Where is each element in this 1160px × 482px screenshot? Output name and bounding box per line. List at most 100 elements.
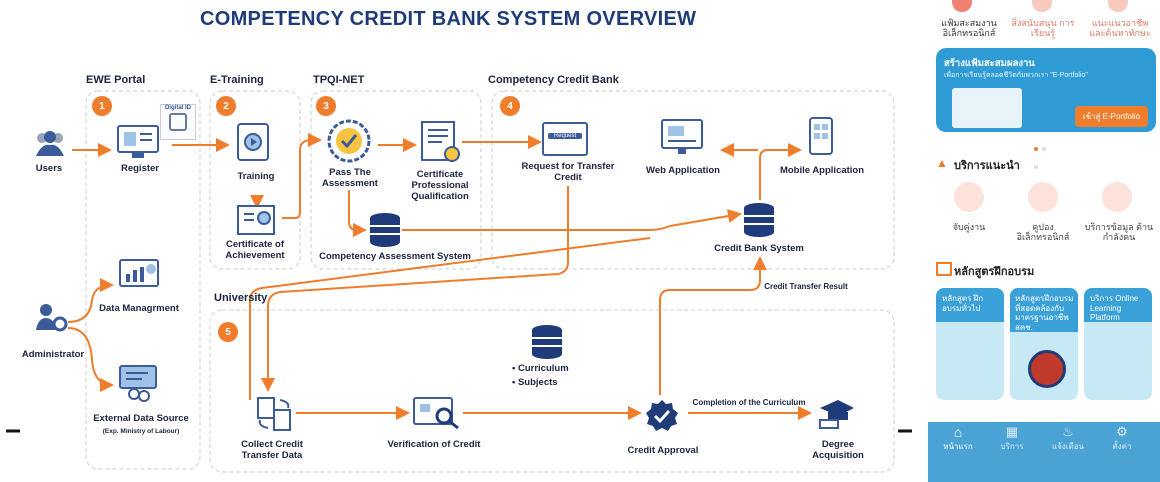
nav-notifications[interactable]: ♨ แจ้งเตือน xyxy=(1042,424,1094,453)
course-card-online[interactable]: บริการ Online Learning Platform xyxy=(1084,288,1152,400)
external-source-label: External Data Source xyxy=(93,413,189,424)
ewe-portal-box xyxy=(85,90,201,470)
users-label: Users xyxy=(35,163,63,174)
service-workforce-data[interactable]: บริการข้อมูล ด้านกำลังคน xyxy=(1084,222,1154,243)
mobile-application-label: Mobile Application xyxy=(779,165,865,176)
nav-settings-label: ตั้งค่า xyxy=(1112,442,1132,451)
course-card-standard[interactable]: หลักสูตรฝึกอบรม ที่สอดคล้องกับ มาตรฐานอา… xyxy=(1010,288,1078,400)
nav-notifications-label: แจ้งเตือน xyxy=(1052,442,1084,451)
section-e-training: E-Training xyxy=(210,74,264,86)
courses-icon xyxy=(936,262,952,276)
top-item-learning[interactable]: สิ่งสนับสนุน การเรียนรู้ xyxy=(1011,18,1075,39)
credit-approval-icon xyxy=(646,400,678,431)
web-application-icon xyxy=(661,119,703,154)
data-management-icon xyxy=(119,259,159,287)
curriculum-label: Curriculum xyxy=(517,363,569,374)
tpqi-logo xyxy=(1028,350,1066,388)
service-coupon[interactable]: คูปอง อิเล็กทรอนิกส์ xyxy=(1016,222,1070,243)
credit-bank-system-label: Credit Bank System xyxy=(714,243,804,254)
request-chip: Request xyxy=(548,133,582,139)
page-title: COMPETENCY CREDIT BANK SYSTEM OVERVIEW xyxy=(200,8,697,30)
degree-label: Degree Acquisition xyxy=(812,439,864,461)
certificate-achievement-icon xyxy=(237,205,275,235)
portfolio-icon xyxy=(952,0,972,12)
nav-services[interactable]: ▦ บริการ xyxy=(986,424,1038,453)
nav-settings[interactable]: ⚙ ตั้งค่า xyxy=(1096,424,1148,453)
collect-credit-label: Collect Credit Transfer Data xyxy=(241,439,303,461)
training-label: Training xyxy=(237,171,275,182)
course-online-label: บริการ Online Learning Platform xyxy=(1090,294,1139,323)
e-portfolio-button[interactable]: เข้าสู่ E-Portfolio xyxy=(1074,106,1148,127)
nav-services-label: บริการ xyxy=(1000,442,1024,451)
competency-assessment-label: Competency Assessment System xyxy=(319,251,471,262)
external-source-note: (Exp. Ministry of Labour) xyxy=(102,428,180,435)
step-badge-4: 4 xyxy=(500,96,520,116)
digital-id-card: Digital ID xyxy=(160,104,196,140)
section-tpqi-net: TPQI-NET xyxy=(313,74,365,86)
mobile-app-panel: แฟ้มสะสมงาน อิเล็กทรอนิกส์ สิ่งสนับสนุน … xyxy=(928,0,1160,482)
bottom-nav xyxy=(928,422,1160,482)
course-general-label: หลักสูตร ฝึกอบรมทั่วไป xyxy=(942,294,984,313)
administrator-label: Administrator xyxy=(21,349,85,360)
subjects-label: Subjects xyxy=(517,377,558,388)
step-badge-2: 2 xyxy=(216,96,236,116)
ccb-box xyxy=(491,90,895,270)
pass-assessment-icon xyxy=(327,119,371,163)
top-item-career[interactable]: แนะแนวอาชีพ และค้นหาทักษะ xyxy=(1089,18,1151,39)
curriculum-db-icon xyxy=(532,325,562,359)
credit-bank-db-icon xyxy=(744,203,774,237)
services-title: บริการแนะนำ xyxy=(954,160,1020,172)
university-box xyxy=(209,309,895,473)
credit-approval-label: Credit Approval xyxy=(627,445,699,456)
data-management-label: Data Managrment xyxy=(99,303,179,314)
bell-icon: ♨ xyxy=(1062,424,1074,439)
certificate-professional-label: Certificate Professional Qualification xyxy=(411,169,469,202)
career-icon xyxy=(1108,0,1128,12)
top-item-portfolio[interactable]: แฟ้มสะสมงาน อิเล็กทรอนิกส์ xyxy=(941,18,997,39)
diagram-lines xyxy=(6,90,912,473)
step-badge-5: 5 xyxy=(218,322,238,342)
nav-home[interactable]: ⌂หน้าแรก xyxy=(932,424,984,453)
job-match-icon[interactable] xyxy=(954,182,984,212)
users-icon xyxy=(36,131,64,156)
certificate-achievement-label: Certificate of Achievement xyxy=(225,239,285,261)
web-application-label: Web Application xyxy=(646,165,720,176)
step-badge-1: 1 xyxy=(92,96,112,116)
diagram-canvas: COMPETENCY CREDIT BANK SYSTEM OVERVIEW E… xyxy=(6,8,912,473)
subjects-bullet: • Subjects xyxy=(512,377,558,388)
service-job-match[interactable]: จับคู่งาน xyxy=(952,222,986,232)
digital-id-label: Digital ID xyxy=(164,105,191,111)
home-icon: ⌂ xyxy=(953,424,963,440)
collect-credit-icon xyxy=(257,397,291,431)
external-source-icon xyxy=(119,365,157,402)
section-ewe-portal: EWE Portal xyxy=(86,74,146,86)
degree-icon xyxy=(819,400,854,429)
section-university: University xyxy=(214,292,268,304)
register-icon xyxy=(117,125,159,158)
portfolio-banner[interactable]: สร้างแฟ้มสะสมผลงาน เพื่อการเรียนรู้ตลอดช… xyxy=(936,48,1156,132)
tpqi-net-box xyxy=(310,90,482,270)
course-card-general[interactable]: หลักสูตร ฝึกอบรมทั่วไป xyxy=(936,288,1004,400)
fingerprint-icon xyxy=(169,113,187,131)
verification-icon xyxy=(413,397,459,430)
top-menu: แฟ้มสะสมงาน อิเล็กทรอนิกส์ สิ่งสนับสนุน … xyxy=(936,0,1158,44)
course-standard-label: หลักสูตรฝึกอบรม ที่สอดคล้องกับ มาตรฐานอา… xyxy=(1015,294,1074,332)
pass-assessment-label: Pass The Assessment xyxy=(322,167,378,189)
completion-label: Completion of the Curriculum xyxy=(692,398,806,407)
gear-icon: ⚙ xyxy=(1116,424,1128,439)
request-window: Request xyxy=(542,122,588,156)
coupon-icon[interactable] xyxy=(1028,182,1058,212)
credit-transfer-result-label: Credit Transfer Result xyxy=(764,282,848,291)
courses-title: หลักสูตรฝึกอบรม xyxy=(954,266,1035,278)
curriculum-bullet: • Curriculum xyxy=(512,363,569,374)
administrator-icon xyxy=(36,304,68,332)
mobile-application-icon xyxy=(809,117,833,155)
register-label: Register xyxy=(120,163,159,174)
carousel-dots xyxy=(1034,138,1052,169)
workforce-data-icon[interactable] xyxy=(1102,182,1132,212)
grid-icon: ▦ xyxy=(1005,424,1019,439)
competency-db-icon xyxy=(370,213,400,247)
banner-title: สร้างแฟ้มสะสมผลงาน xyxy=(944,58,1035,69)
verification-label: Verification of Credit xyxy=(387,439,481,450)
step-badge-3: 3 xyxy=(316,96,336,116)
